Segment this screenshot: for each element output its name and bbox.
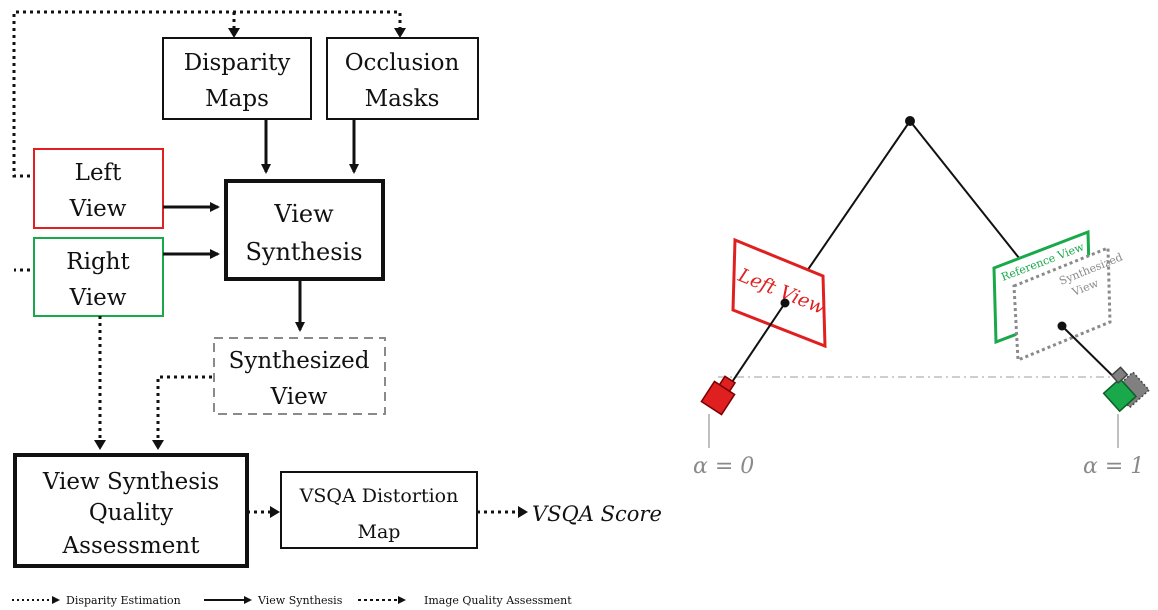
synthesized-view-line2: View [270,384,328,410]
view-synthesis-line1: View [273,200,334,228]
occlusion-masks-line2: Masks [365,86,440,112]
alpha-left-label: α = 0 [693,454,754,479]
legend-view-synthesis: View Synthesis [257,594,343,607]
synthesized-view-center-point [1057,321,1067,331]
distortion-map-box [280,471,478,549]
occlusion-masks-box [326,37,479,120]
view-synthesis-box [224,179,385,281]
legend: Disparity Estimation View Synthesis Imag… [12,594,572,607]
arrow-head-map-to-score [518,506,528,518]
left-view-plane [731,237,827,349]
legend-disparity-estimation: Disparity Estimation [66,594,181,607]
left-camera-icon [700,375,737,416]
disparity-maps-line1: Disparity [184,50,291,76]
right-view-line2: View [69,285,127,311]
vsqa-line1: View Synthesis [42,469,219,495]
arrow-head-occlusion-masks [394,28,406,38]
arrow-head-right-to-vsqa [94,440,106,450]
vsqa-line3: Assessment [62,533,201,559]
distortion-map-line2: Map [358,521,401,543]
legend-image-quality-assessment: Image Quality Assessment [424,594,572,607]
occlusion-masks-line1: Occlusion [345,50,460,76]
alpha-right-label: α = 1 [1083,454,1144,479]
view-synthesis-line2: Synthesis [245,238,362,266]
arrow-head-vsqa-to-map [270,506,280,518]
disparity-maps-box [162,37,312,120]
apex-right-line [909,120,1024,264]
synthesized-view-box [213,337,386,415]
vsqa-line2: Quality [89,500,173,526]
synthesized-view-line1: Synthesized [229,348,370,374]
synthesized-view-plane [1012,245,1112,363]
disparity-estimation-paths [12,10,402,272]
left-view-line1: Left [75,160,122,186]
apex-point [905,116,915,126]
arrow-head-synth-to-vsqa [152,440,164,450]
view-synthesis-arrows [163,119,359,332]
right-view-box [33,237,164,317]
left-view-center-point [780,298,790,308]
right-view-line1: Right [66,249,130,275]
left-view-box [33,148,164,229]
vsqa-score-label: VSQA Score [532,502,662,526]
disparity-maps-line2: Maps [205,86,269,112]
distortion-map-line1: VSQA Distortion [299,485,459,507]
arrow-head-disparity-maps [228,28,240,38]
camera-diagram: Reference View Synthesized View Left Vie… [693,116,1151,479]
left-view-line2: View [69,196,127,222]
right-camera-icon [1102,366,1151,413]
